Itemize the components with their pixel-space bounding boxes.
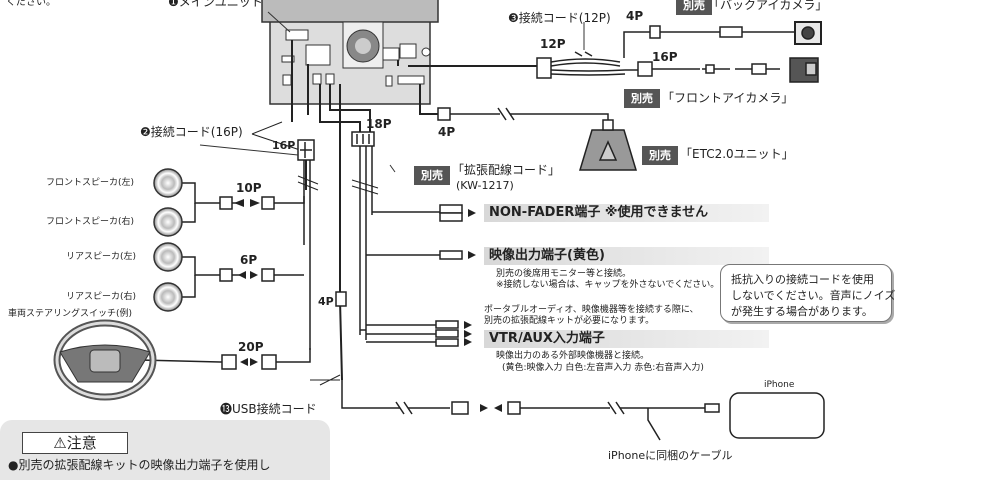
wiring-diagram (53, 0, 825, 441)
betsubai-badge-expansion: 別売 (414, 166, 450, 185)
pin-12p: 12P (540, 37, 566, 51)
pin-6p: 6P (240, 253, 258, 267)
pin-4p-back: 4P (626, 9, 644, 23)
portable-note-1: ポータブルオーディオ、映像機器等を接続する際に、 (484, 305, 699, 315)
top-fragment: ください。 (6, 0, 56, 8)
video-out-terminal: 映像出力端子(黄色) (484, 247, 769, 265)
back-camera-label: 「バックアイカメラ」 (708, 0, 828, 12)
steering-switch-label: 車両ステアリングスイッチ(例) (8, 309, 133, 319)
video-note-2: ※接続しない場合は、キャップを外さないでください。 (496, 280, 720, 290)
pin-16p-label: 16P (272, 139, 296, 152)
cord-12p-drawing (536, 21, 822, 83)
portable-note-2: 別売の拡張配線キットが必要になります。 (484, 316, 655, 326)
speaker-front-left: フロントスピーカ(左) (46, 178, 135, 188)
speaker-rear-right: リアスピーカ(右) (66, 292, 137, 302)
usb-pin-4p: 4P (318, 295, 334, 308)
connector-18p (351, 131, 375, 147)
pin-18p: 18P (366, 117, 392, 131)
caution-title: ⚠注意 (22, 432, 128, 454)
etc-label: 「ETC2.0ユニット」 (680, 147, 794, 161)
vtr-note-2: (黄色:映像入力 白色:左音声入力 赤色:右音声入力) (502, 363, 704, 373)
vtr-aux-terminal: VTR/AUX入力端子 (484, 330, 769, 348)
iphone-label: iPhone (764, 380, 795, 390)
video-note-1: 別売の後席用モニター等と接続。 (496, 269, 632, 279)
vtr-note-1: 映像出力のある外部映像機器と接続。 (496, 351, 650, 361)
rca-plugs (435, 204, 463, 347)
usb-cord-label: ⓭USB接続コード (220, 402, 317, 416)
betsubai-badge-front: 別売 (624, 89, 660, 108)
noise-warning-line-3: が発生する場合があります。 (731, 305, 873, 318)
pin-20p: 20P (238, 340, 264, 354)
pin-4p-etc: 4P (438, 125, 456, 139)
main-unit (261, 0, 439, 105)
pin-16p-front: 16P (652, 50, 678, 64)
nonfader-terminal: NON-FADER端子 ※使用できません (484, 204, 769, 222)
speakers-drawing (153, 168, 183, 312)
expansion-cord-title: 「拡張配線コード」 (452, 163, 561, 177)
iphone-cable-label: iPhoneに同梱のケーブル (608, 449, 733, 462)
caution-text: ●別売の拡張配線キットの映像出力端子を使用し (8, 458, 271, 472)
noise-warning-line-1: 抵抗入りの接続コードを使用 (731, 273, 874, 286)
speaker-rear-left: リアスピーカ(左) (66, 252, 137, 262)
arrows (234, 199, 260, 366)
cord-16p-title: ❷接続コード(16P) (140, 125, 243, 139)
betsubai-badge-back: 別売 (676, 0, 712, 15)
noise-warning-box: 抵抗入りの接続コードを使用 しないでください。音声にノイズ が発生する場合があり… (720, 264, 896, 322)
noise-warning-line-2: しないでください。音声にノイズ (731, 289, 896, 302)
speaker-front-right: フロントスピーカ(右) (46, 217, 135, 227)
betsubai-badge-etc: 別売 (642, 146, 678, 165)
connector-16p (297, 139, 315, 161)
cord-12p-title: ❸接続コード(12P) (508, 11, 611, 25)
front-camera-label: 「フロントアイカメラ」 (662, 91, 794, 105)
pin-10p: 10P (236, 181, 262, 195)
speaker-connectors (219, 196, 277, 370)
usb-cable-drawing (310, 291, 825, 441)
main-unit-label: ❶メインユニット (168, 0, 263, 9)
steering-wheel-drawing (53, 319, 157, 401)
etc-unit-drawing (437, 107, 638, 171)
expansion-cord-model: (KW-1217) (456, 179, 514, 192)
